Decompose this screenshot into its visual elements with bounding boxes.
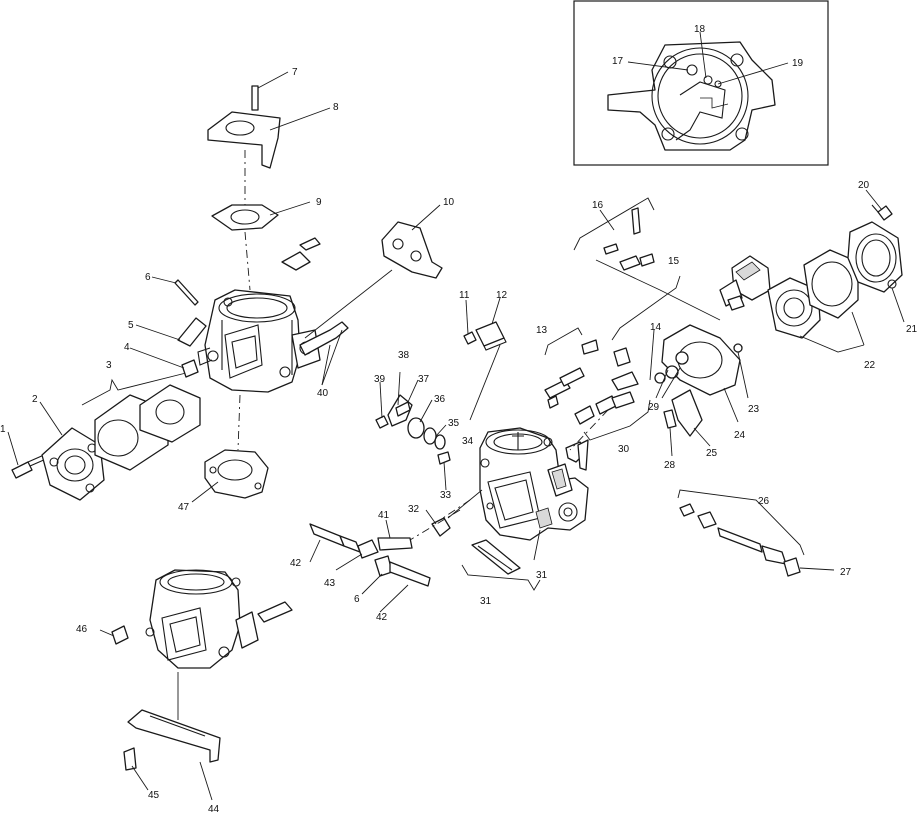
callout-34: 34	[462, 436, 474, 447]
screw-11	[463, 299, 477, 345]
callout-23: 23	[748, 404, 760, 415]
springs-29	[655, 367, 681, 399]
callout-11: 11	[459, 290, 470, 301]
throttle-shaft-26	[677, 489, 805, 565]
bracket-8	[207, 107, 331, 169]
group-30-leader	[583, 399, 651, 441]
callout-40: 40	[317, 388, 329, 399]
bracket-44	[127, 709, 221, 801]
callout-24: 24	[734, 430, 746, 441]
callout-13: 13	[536, 325, 548, 336]
callout-42a: 42	[290, 558, 302, 569]
needle-valve-16	[573, 197, 721, 321]
center-carb-body	[479, 427, 589, 541]
choke-linkage	[375, 371, 451, 491]
fuel-pump-cover-10	[381, 204, 443, 279]
callout-12: 12	[496, 290, 508, 301]
nut-32	[425, 489, 483, 537]
fuel-tube-42a	[309, 523, 361, 553]
callout-29: 29	[648, 402, 660, 413]
callout-2: 2	[32, 394, 38, 405]
inset-detail	[573, 0, 829, 166]
diaphragm-set-3	[81, 371, 201, 471]
callout-35: 35	[448, 418, 460, 429]
fitting-4	[129, 347, 199, 378]
screw-20	[865, 189, 893, 221]
jet-screw-31	[461, 529, 541, 591]
callout-39: 39	[374, 374, 386, 385]
callout-31a: 31	[536, 570, 548, 581]
callout-3: 3	[106, 360, 112, 371]
callout-22: 22	[864, 360, 876, 371]
callout-9: 9	[316, 197, 322, 208]
screw-7	[251, 71, 289, 111]
callout-28: 28	[664, 460, 676, 471]
lower-carb-body	[145, 569, 293, 669]
pump-diaphragm-22	[767, 249, 865, 353]
small-parts	[544, 367, 639, 425]
callout-4: 4	[124, 342, 130, 353]
plate-25	[671, 389, 711, 447]
needle-set-13	[544, 327, 599, 356]
callout-6b: 6	[354, 594, 360, 605]
callout-41: 41	[378, 510, 390, 521]
screw-23	[733, 343, 749, 399]
callout-8: 8	[333, 102, 339, 113]
callout-18: 18	[694, 24, 706, 35]
callout-17: 17	[612, 56, 624, 67]
callout-27: 27	[840, 567, 852, 578]
gasket-9	[211, 201, 311, 231]
pump-body-15	[611, 255, 771, 341]
callout-20: 20	[858, 180, 870, 191]
callout-47: 47	[178, 502, 190, 513]
callout-15: 15	[668, 256, 680, 267]
callout-21: 21	[906, 324, 918, 335]
callout-25: 25	[706, 448, 718, 459]
clip-28	[663, 409, 677, 457]
callout-42b: 42	[376, 612, 388, 623]
callout-38: 38	[398, 350, 410, 361]
callout-46: 46	[76, 624, 88, 635]
callout-37: 37	[418, 374, 430, 385]
callout-44: 44	[208, 804, 220, 815]
callout-14: 14	[650, 322, 662, 333]
callout-5: 5	[128, 320, 134, 331]
screw-45	[123, 747, 149, 791]
left-carb-body	[197, 289, 321, 393]
callout-16: 16	[592, 200, 604, 211]
gasket-47	[191, 449, 269, 503]
callout-1: 1	[0, 424, 6, 435]
screw-1	[7, 431, 47, 479]
fitting-14	[613, 329, 655, 381]
callout-33: 33	[440, 490, 452, 501]
callout-26: 26	[758, 496, 770, 507]
callout-31b: 31	[480, 596, 492, 607]
callout-43: 43	[324, 578, 336, 589]
callout-7: 7	[292, 67, 298, 78]
fuel-tube-42b	[309, 539, 431, 613]
callout-10: 10	[443, 197, 455, 208]
callout-36: 36	[434, 394, 446, 405]
fuel-tube-43	[335, 519, 413, 571]
callout-32: 32	[408, 504, 420, 515]
callout-45: 45	[148, 790, 160, 801]
callout-6a: 6	[145, 272, 151, 283]
pump-cover-21	[847, 221, 905, 323]
cap-27	[783, 557, 835, 577]
screw-6a	[151, 276, 199, 306]
bracket-12	[475, 297, 507, 351]
nut-46	[99, 625, 129, 645]
pump-plate-24	[654, 324, 741, 423]
callout-labels: 1 2 3 4 5 6 6 7 8 9 10 11 12 13 14 15 16…	[0, 24, 918, 815]
callout-19: 19	[792, 58, 804, 69]
throttle-lever-40	[281, 237, 349, 386]
callout-30: 30	[618, 444, 630, 455]
elbow-5	[135, 317, 207, 347]
